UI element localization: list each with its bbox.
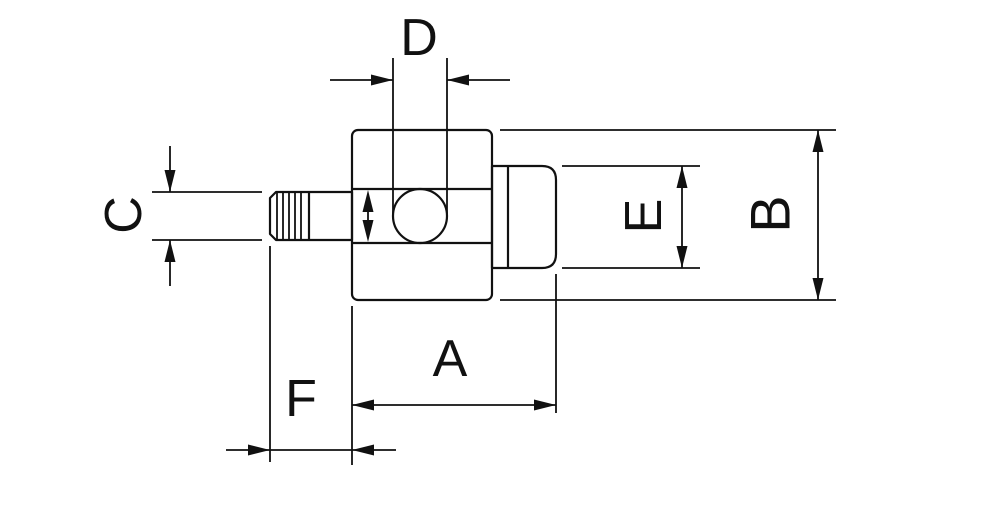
left-arrowhead-icon [447,74,469,86]
up-arrowhead-icon [362,190,374,212]
part-view [268,128,558,302]
left-arrowhead-icon [352,399,374,411]
down-arrowhead-icon [362,220,374,242]
dimension-label-f: F [285,370,317,428]
bore-diameter-arrows [362,190,374,242]
down-arrowhead-icon [676,246,688,268]
dimension-d: D [330,9,510,214]
bore-circle [391,187,449,245]
dimension-label-a: A [433,330,468,388]
dimension-e: E [562,165,700,269]
dimension-f: F [226,246,396,462]
up-arrowhead-icon [812,130,824,152]
dimension-c: C [95,146,262,286]
threaded-stud-outline [268,190,354,242]
right-arrowhead-icon [371,74,393,86]
left-arrowhead-icon [352,444,374,456]
dimension-label-d: D [400,9,438,67]
cylindrical-end-outline [490,164,558,270]
down-arrowhead-icon [164,170,176,192]
square-body-outline [350,128,494,302]
thread-lines [276,192,311,240]
dimension-label-e: E [615,199,673,234]
down-arrowhead-icon [812,278,824,300]
up-arrowhead-icon [676,166,688,188]
right-arrowhead-icon [534,399,556,411]
dimension-label-c: C [95,196,153,234]
right-arrowhead-icon [248,444,270,456]
dimension-label-b: B [739,195,802,232]
up-arrowhead-icon [164,240,176,262]
dimension-a: A [351,274,557,465]
